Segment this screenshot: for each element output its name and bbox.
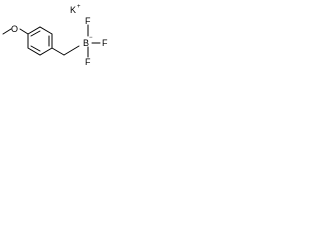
boron-label: B	[83, 38, 89, 48]
molecule-structure: K + O B − F F F	[2, 4, 108, 67]
bond-methyl-oxygen	[2, 28, 12, 35]
atom-labels: K + O B − F F F	[11, 4, 108, 67]
bonds	[2, 24, 101, 58]
fluorine-label-top: F	[85, 16, 91, 26]
ring-double-bond-1	[30, 30, 41, 37]
bond-ch2-boron	[63, 45, 80, 56]
ring-double-bond-3	[30, 45, 41, 52]
potassium-charge: +	[77, 4, 81, 10]
fluorine-label-bottom: F	[85, 57, 91, 67]
bond-oxygen-ring	[19, 28, 29, 35]
oxygen-label: O	[11, 24, 18, 34]
boron-charge: −	[89, 35, 93, 41]
fluorine-label-right: F	[102, 38, 108, 48]
potassium-label: K	[70, 5, 76, 15]
structure-canvas: K + O B − F F F	[0, 0, 124, 79]
bond-ring-ch2	[51, 47, 65, 56]
